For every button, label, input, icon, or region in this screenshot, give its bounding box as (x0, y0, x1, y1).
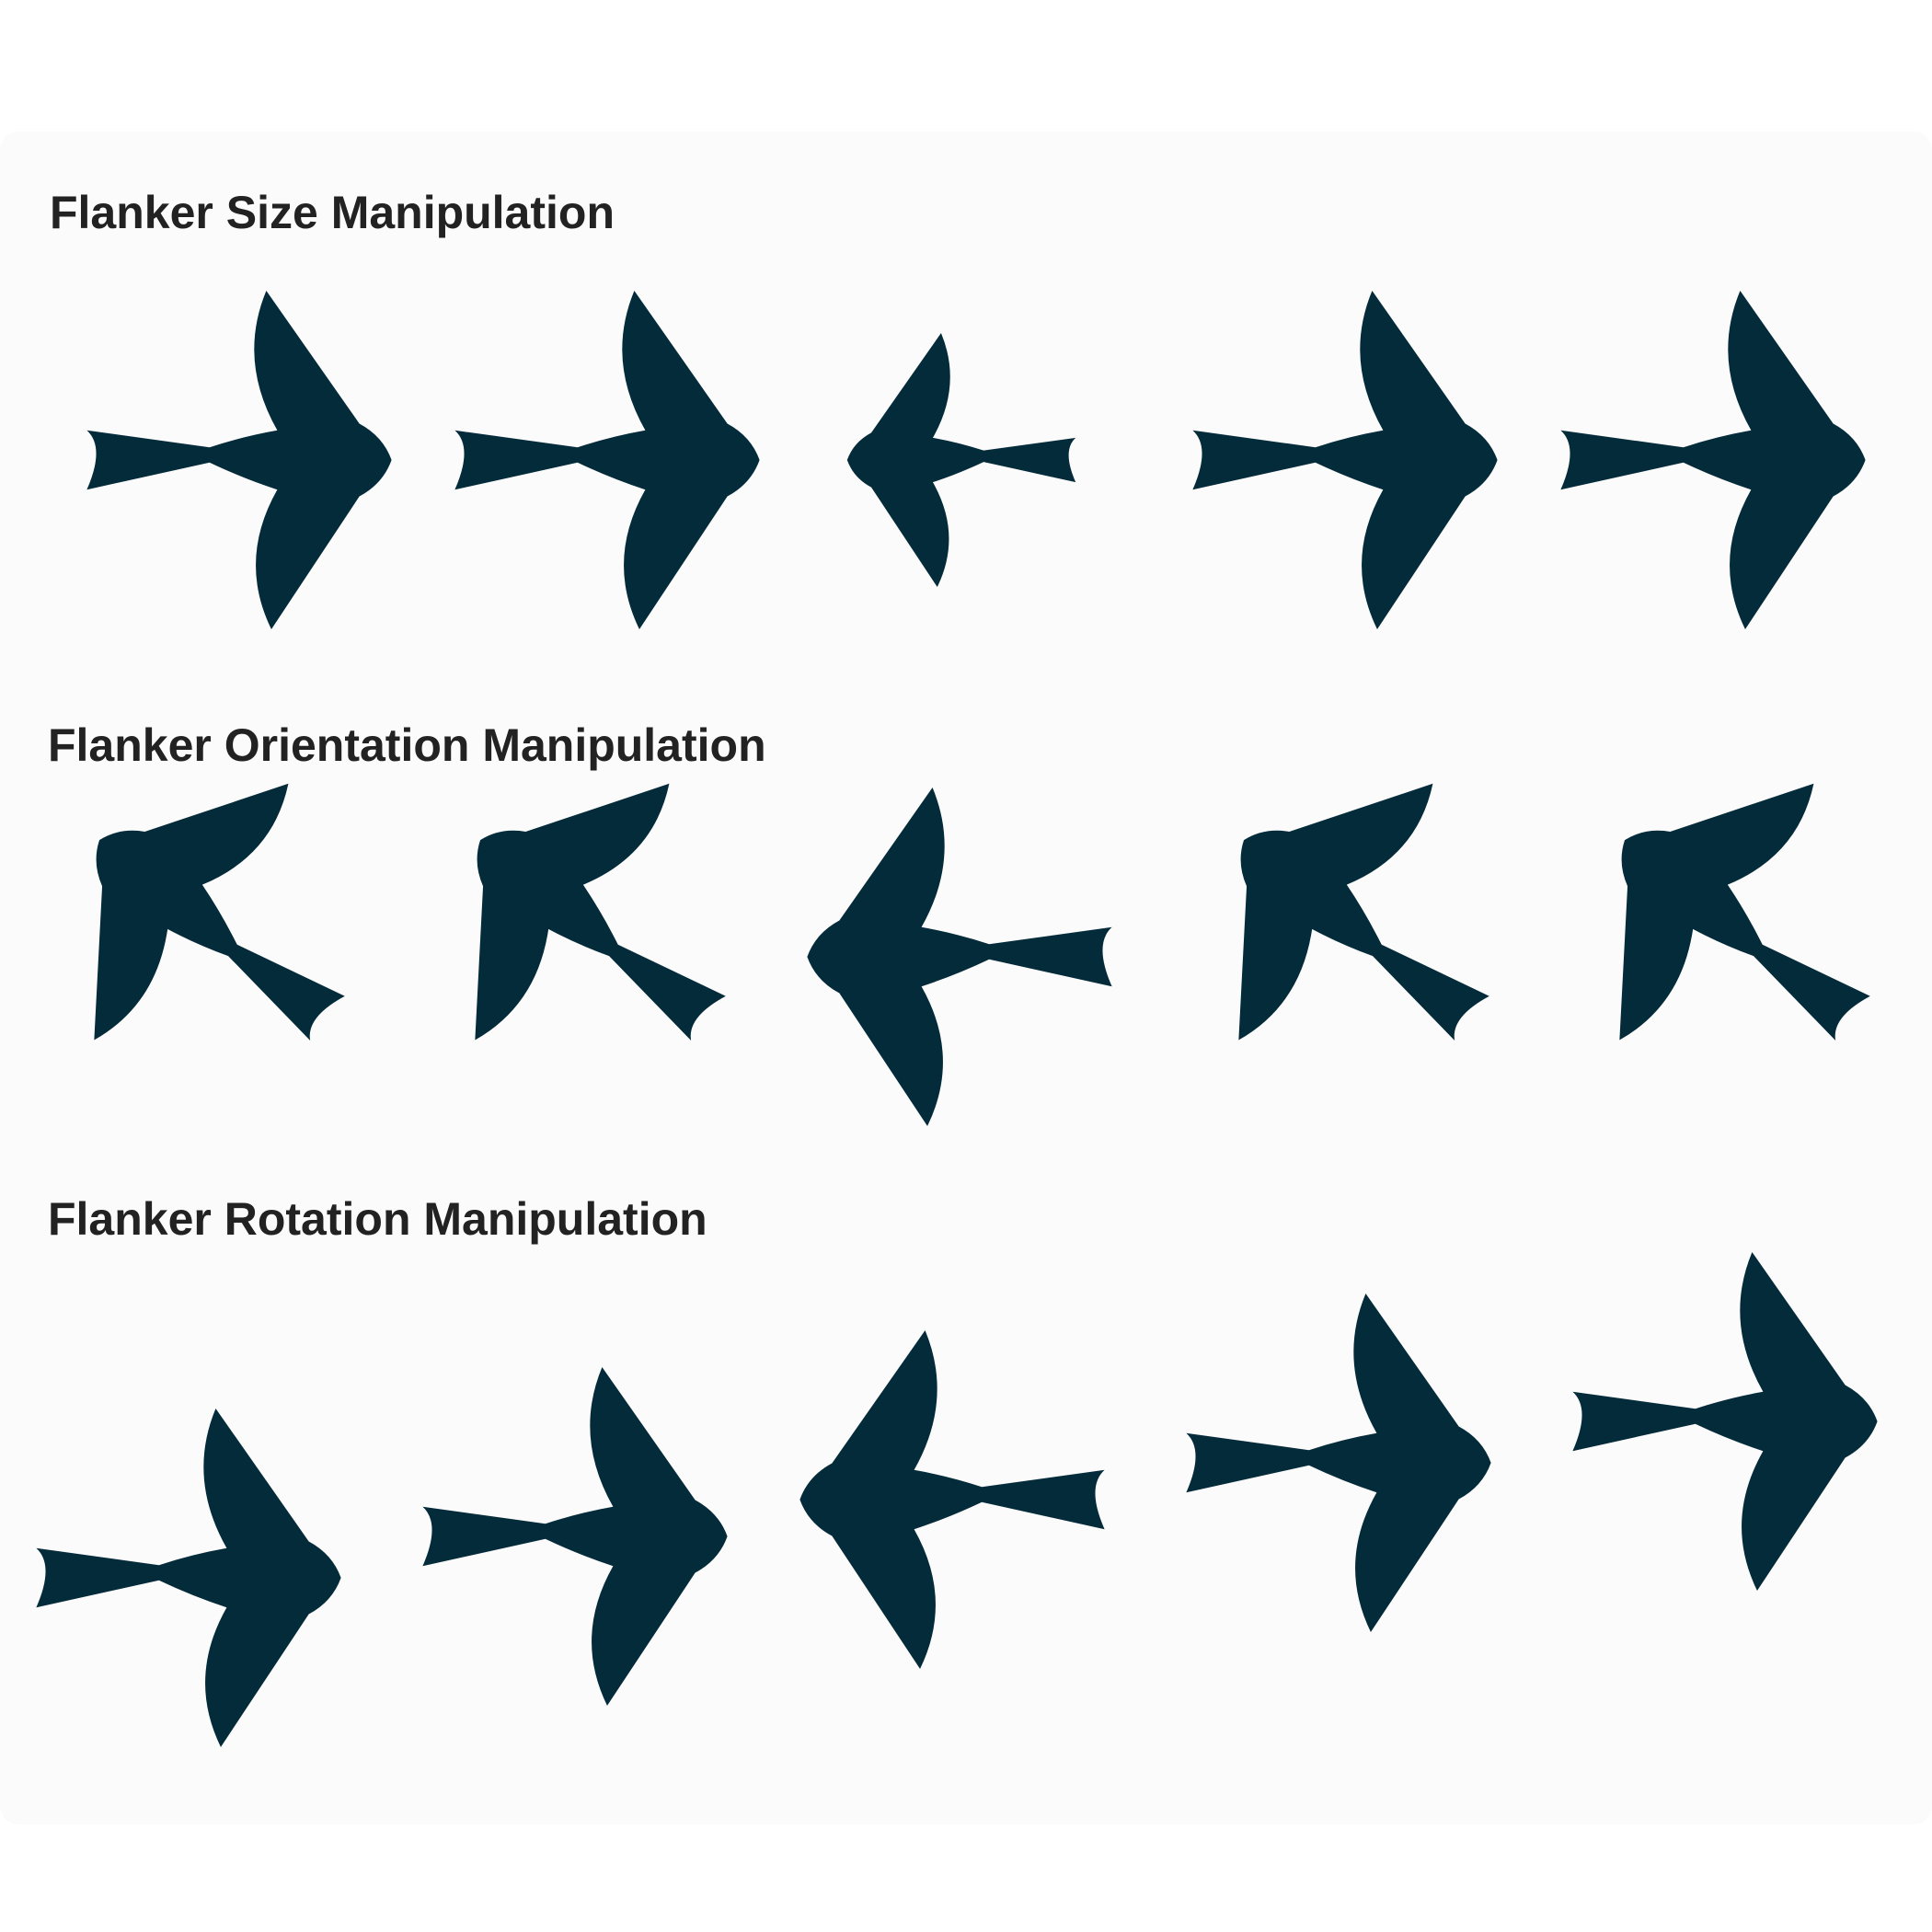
row1-flanker-bird-5 (1560, 291, 1866, 629)
row3-target-bird-3 (799, 1330, 1105, 1669)
row2-target-bird-3 (807, 788, 1112, 1126)
row1-flanker-bird-1 (86, 291, 392, 629)
row3-flanker-bird-5 (1572, 1252, 1878, 1591)
row2-flanker-bird-2 (381, 713, 808, 1145)
bird-layer (0, 291, 1932, 1747)
row3-flanker-bird-4 (1186, 1294, 1491, 1632)
row2-flanker-bird-4 (1144, 713, 1571, 1145)
row2-flanker-bird-1 (0, 713, 427, 1145)
row2-flanker-bird-5 (1525, 713, 1932, 1145)
row1-flanker-bird-4 (1192, 291, 1498, 629)
orientation-manipulation-title: Flanker Orientation Manipulation (48, 719, 766, 771)
size-manipulation-title: Flanker Size Manipulation (50, 187, 615, 238)
row3-flanker-bird-1 (36, 1409, 341, 1747)
row1-flanker-bird-2 (454, 291, 760, 629)
row1-target-bird-3 (846, 333, 1076, 587)
row3-flanker-bird-2 (422, 1367, 728, 1706)
rotation-manipulation-title: Flanker Rotation Manipulation (48, 1193, 707, 1245)
